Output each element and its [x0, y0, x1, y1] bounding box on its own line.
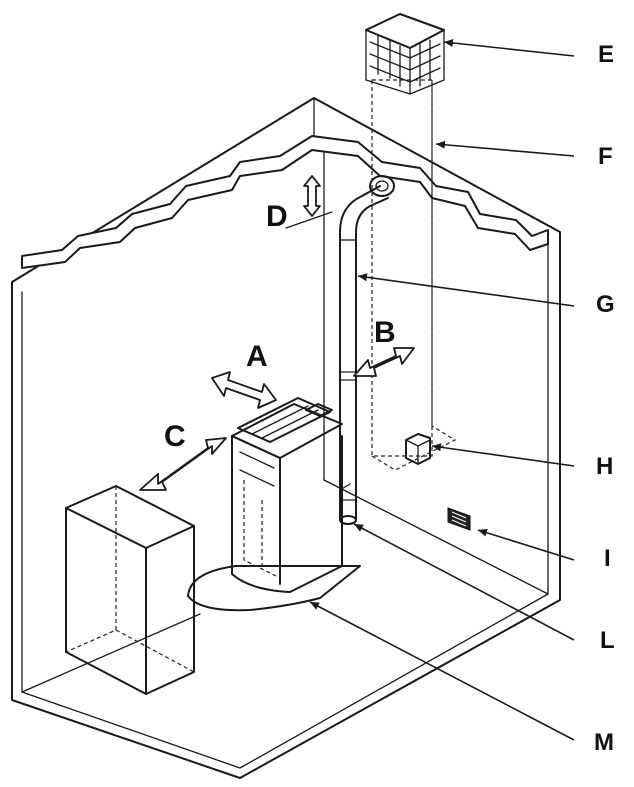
room-walls: [11, 97, 561, 779]
label-H: H: [596, 453, 613, 480]
pellet-stove: [187, 397, 361, 612]
label-M: M: [594, 729, 614, 756]
label-E: E: [598, 41, 614, 68]
furniture-cabinet: [65, 485, 195, 695]
flue-pipe: [339, 175, 395, 525]
pointer-lines: [309, 38, 575, 741]
label-A: A: [246, 340, 268, 373]
label-L: L: [600, 627, 615, 654]
label-B: B: [374, 316, 396, 349]
label-D: D: [266, 200, 288, 233]
clearance-arrow-B: [353, 347, 415, 377]
label-G: G: [596, 291, 615, 318]
label-C: C: [164, 420, 186, 453]
wall-vent: [447, 507, 471, 531]
clearance-arrow-A: [211, 371, 277, 409]
label-I: I: [604, 545, 611, 572]
chimney-flue: [365, 13, 457, 471]
inspection-box: [405, 433, 431, 465]
clearance-arrow-C: [139, 437, 227, 491]
label-F: F: [598, 143, 613, 170]
chimney-cap: [365, 13, 445, 95]
ceiling-section: [21, 135, 549, 269]
clearance-arrow-D: [285, 175, 333, 229]
